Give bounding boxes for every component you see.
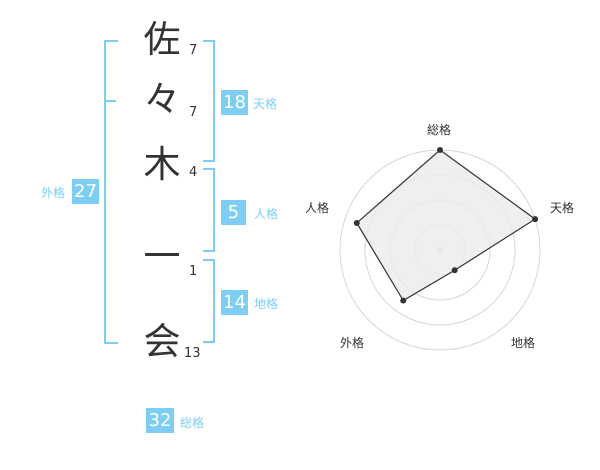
radar-label-tenkaku: 天格 — [550, 201, 575, 215]
tenkaku-value: 18 — [221, 90, 248, 115]
stroke-count-1: 7 — [189, 43, 198, 58]
jinkaku-label: 人格 — [254, 207, 279, 221]
radar-data-area — [356, 149, 537, 302]
radar-point-2 — [532, 216, 539, 223]
tenkaku-label: 天格 — [253, 97, 278, 111]
stroke-count-5: 13 — [184, 346, 201, 361]
radar-label-soukaku: 総格 — [427, 123, 452, 137]
jinkaku-value: 5 — [221, 200, 246, 225]
name-char-2: 々 — [143, 78, 181, 121]
tenkaku-bracket — [203, 40, 215, 162]
radar-label-gaikaku: 外格 — [340, 336, 365, 350]
soukaku-label: 総格 — [180, 416, 205, 430]
name-char-4: 一 — [143, 235, 181, 278]
soukaku-value: 32 — [146, 408, 174, 433]
chikaku-bracket — [203, 259, 215, 343]
name-char-5: 会 — [143, 320, 181, 363]
name-char-3: 木 — [143, 143, 181, 186]
stroke-count-2: 7 — [189, 105, 198, 120]
gaikaku-value: 27 — [72, 179, 99, 204]
radar-point-4 — [400, 297, 407, 304]
radar-point-1 — [437, 147, 443, 153]
radar-point-5 — [353, 219, 360, 226]
gaikaku-bracket — [104, 40, 118, 344]
radar-label-jinkaku: 人格 — [305, 201, 330, 215]
chikaku-label: 地格 — [254, 297, 279, 311]
stroke-count-3: 4 — [189, 165, 198, 180]
stroke-count-4: 1 — [189, 264, 198, 279]
name-char-1: 佐 — [143, 18, 181, 61]
chikaku-value: 14 — [221, 290, 248, 315]
gaikaku-label: 外格 — [41, 186, 66, 200]
radar-label-chikaku: 地格 — [511, 336, 536, 350]
gaikaku-bracket-tick — [104, 100, 116, 102]
radar-point-3 — [451, 267, 458, 274]
jinkaku-bracket — [203, 168, 215, 252]
